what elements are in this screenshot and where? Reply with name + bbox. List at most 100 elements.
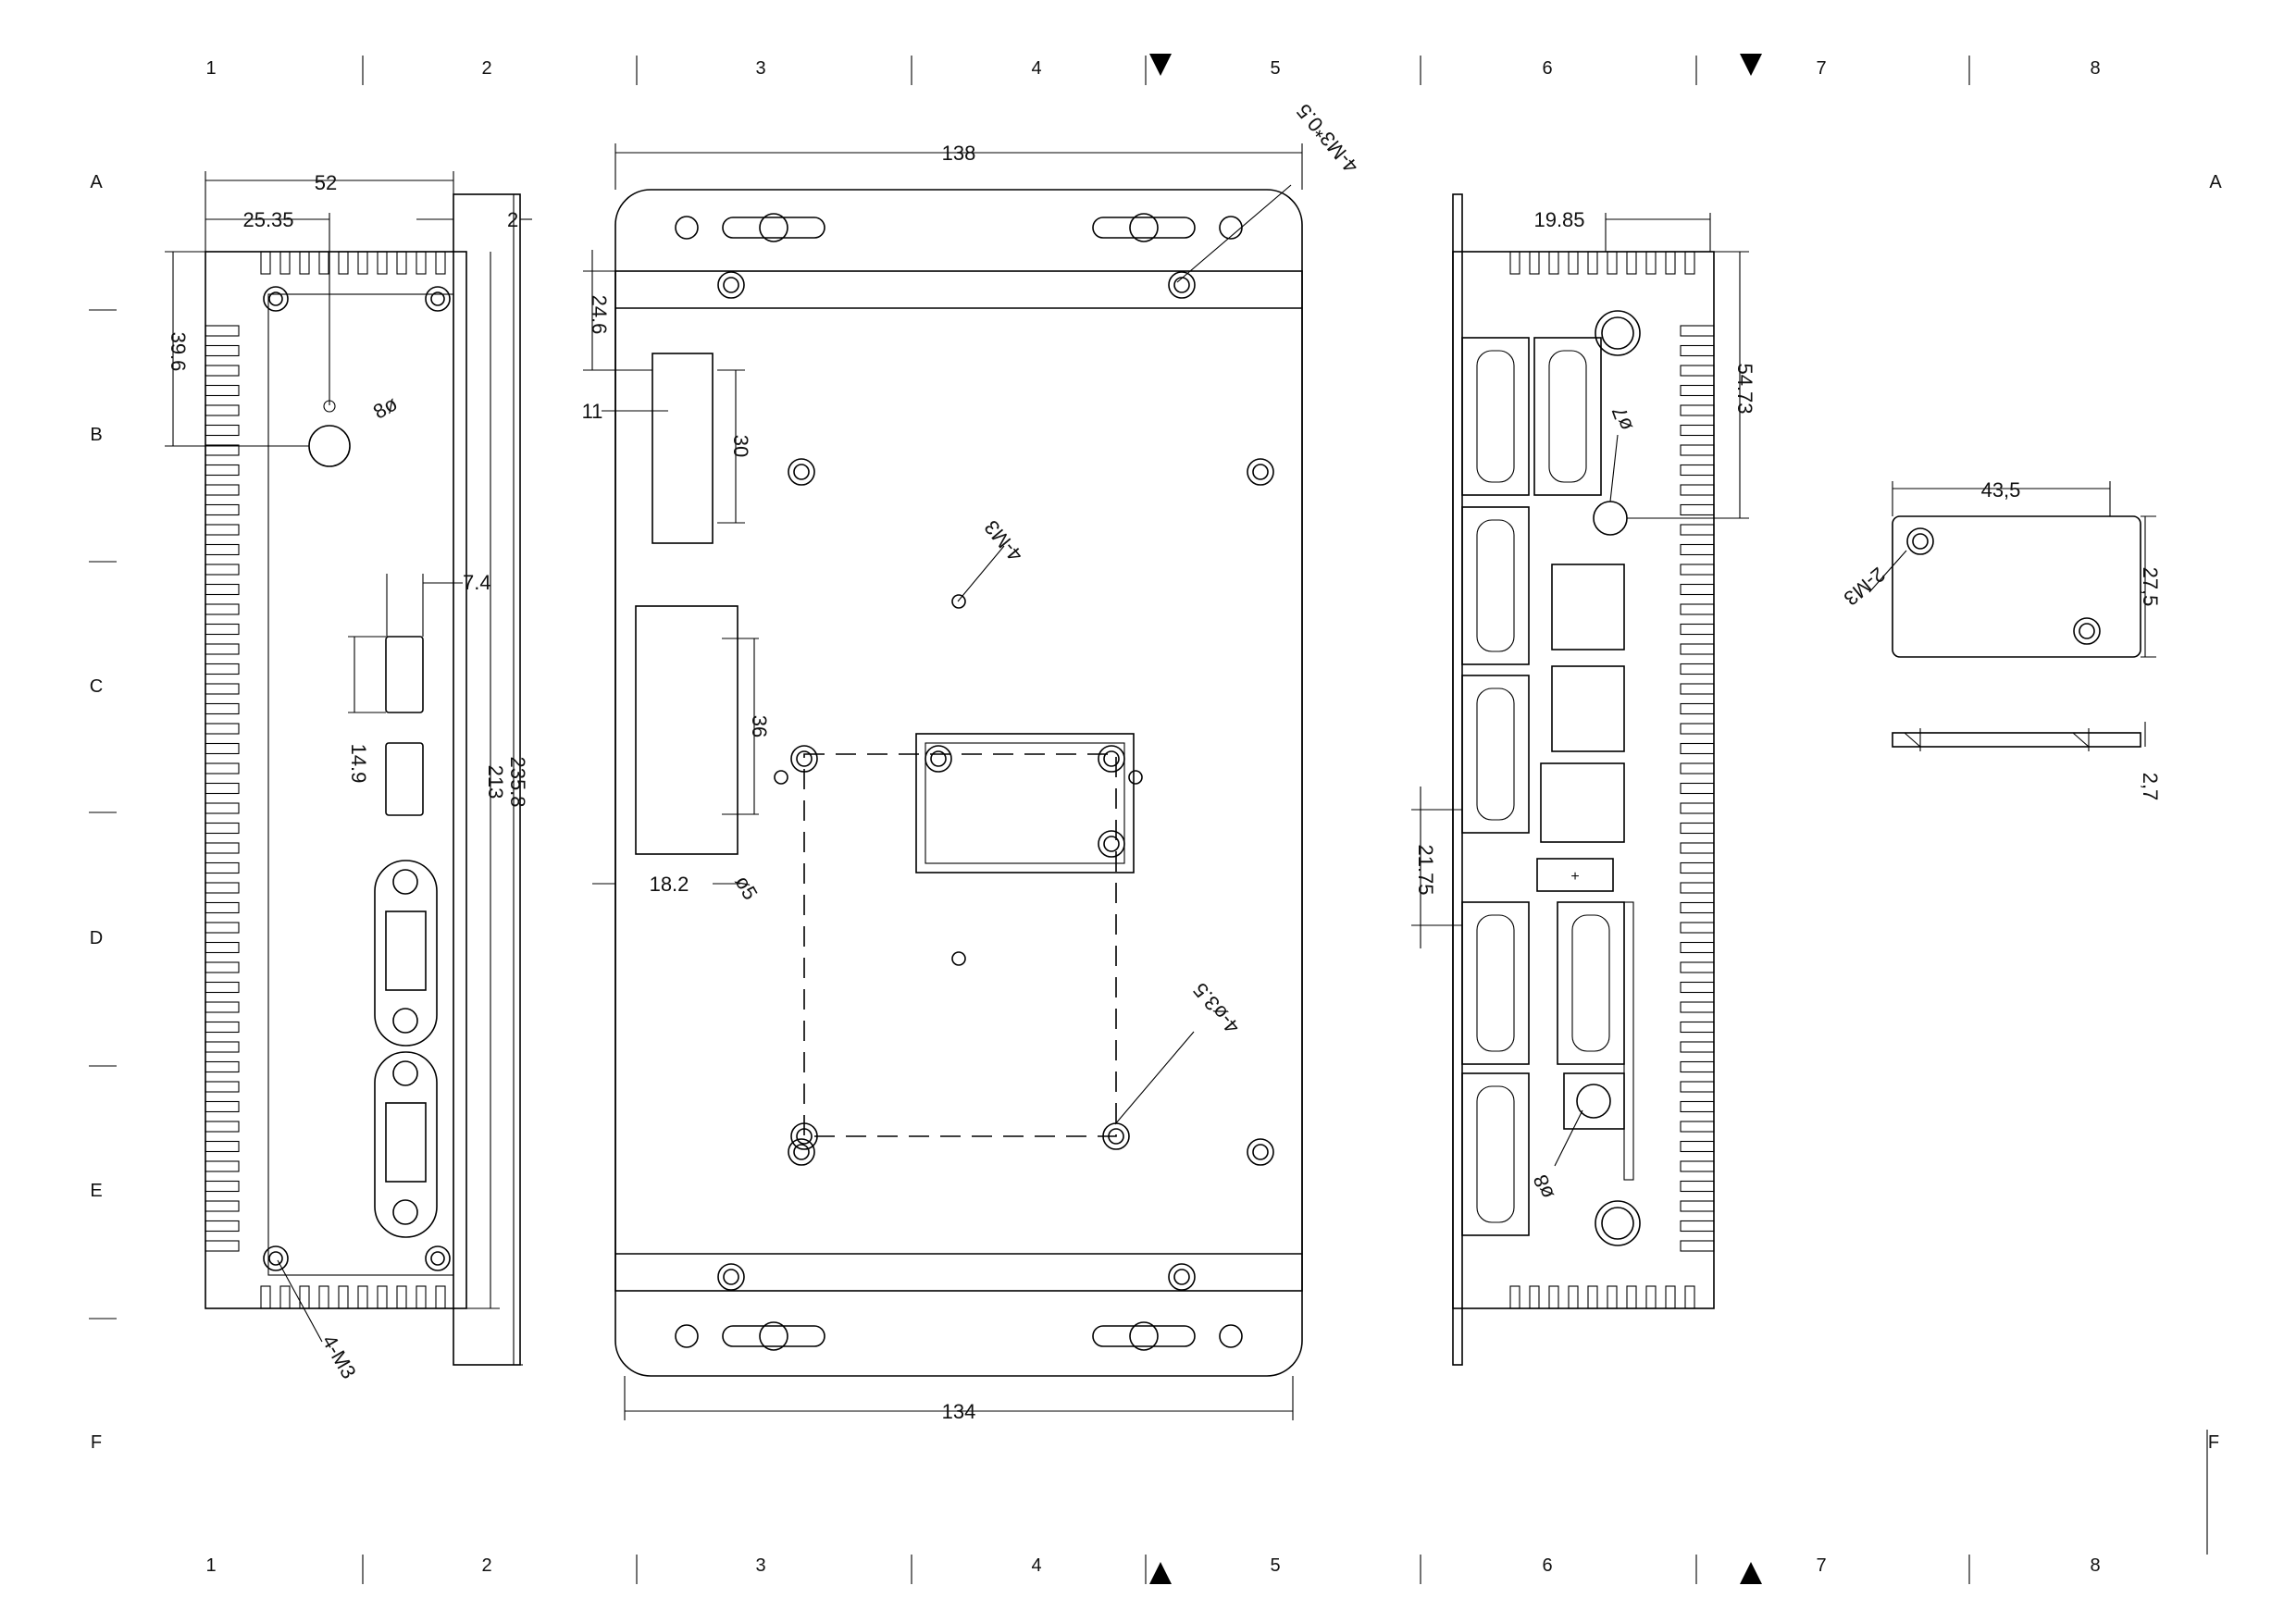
dim-width: 52: [315, 171, 337, 194]
power-jack-hole: [308, 425, 351, 467]
screw-hole-inner: [268, 1251, 283, 1266]
din-mount: [635, 605, 738, 855]
center-arrow-icon: [1740, 1562, 1762, 1584]
io-side-plate: [1452, 193, 1463, 1366]
slot-upper: [385, 636, 424, 713]
dim-hole-diameter: 8ø: [369, 391, 402, 423]
mount-hole: [675, 216, 699, 240]
dim-vesa-holes: 4-ø3.5: [1188, 978, 1244, 1038]
row-label: A: [2209, 172, 2222, 192]
dim-bottom-width: 134: [942, 1400, 976, 1423]
plate-top-view: [1892, 515, 2141, 658]
dim-slot-height: 14.9: [347, 744, 370, 784]
led-hole: [1593, 501, 1628, 536]
row-label: F: [2208, 1432, 2219, 1453]
row-label: A: [90, 172, 103, 192]
slot-lower: [385, 742, 424, 816]
power-connector-jack: [1576, 1084, 1611, 1119]
column-label: 2: [481, 58, 491, 79]
dim-center-screws: 4-M3: [980, 516, 1027, 566]
screw-hole: [425, 1245, 451, 1271]
column-label: 8: [2090, 58, 2100, 79]
dim-bracket-offset: 11: [582, 400, 603, 423]
heatsink-fins-io: [1509, 251, 1715, 1309]
port-screw: [392, 869, 418, 895]
dim-slot-width: 7.4: [463, 571, 491, 594]
row-label: B: [90, 425, 102, 445]
center-arrow-icon: [1740, 54, 1762, 76]
column-label: 7: [1816, 58, 1826, 79]
dim-mount-offset: 18.2: [650, 873, 689, 896]
column-label: 4: [1031, 1555, 1041, 1576]
dim-antenna-diameter: ø8: [1529, 1171, 1558, 1202]
column-label: 5: [1270, 58, 1280, 79]
port-screw: [392, 1060, 418, 1086]
dim-plate-width: 43,5: [1981, 478, 2021, 502]
heatsink-body: [205, 251, 467, 1309]
mount-hole: [1219, 216, 1243, 240]
dim-body-height: 213: [484, 765, 507, 799]
dim-bracket-height: 30: [729, 435, 752, 457]
dim-mount-height: 36: [748, 715, 771, 737]
center-arrow-icon: [1149, 1562, 1172, 1584]
heatsink-fins: [205, 325, 240, 1252]
screw-hole-inner: [268, 291, 283, 306]
row-label: C: [90, 676, 103, 697]
front-screws: [717, 271, 1274, 1291]
port-screw: [392, 1199, 418, 1225]
dim-connector-height: 54.73: [1733, 363, 1756, 414]
row-label: E: [90, 1181, 102, 1201]
hdmi-port: [1536, 858, 1614, 892]
screw-hole-inner: [430, 1251, 445, 1266]
dim-plate-screws: 2-M3: [1840, 563, 1890, 610]
mounting-bracket: [614, 189, 1303, 1377]
column-label: 2: [481, 1555, 491, 1576]
antenna-hole: [1595, 1200, 1641, 1246]
dim-total-height: 235.8: [506, 756, 529, 807]
antenna-hole: [1595, 310, 1641, 356]
front-view: [583, 143, 1303, 1420]
dim-rail-offset: 24.6: [588, 295, 611, 335]
mount-hole: [675, 1324, 699, 1348]
right-side-view: [1411, 193, 1749, 1366]
detail-plate: [1868, 481, 2156, 751]
column-label: 8: [2090, 1555, 2100, 1576]
column-label: 3: [755, 58, 765, 79]
column-label: 1: [205, 1555, 216, 1576]
dim-lip: 2: [507, 208, 518, 231]
row-label: D: [90, 928, 103, 948]
usb-port-1-opening: [385, 911, 427, 991]
screw-hole: [425, 286, 451, 312]
plate-hole: [2073, 617, 2101, 645]
dim-hole-diameter-io: ø7: [1607, 403, 1637, 434]
hdmi-symbol: +: [1570, 869, 1579, 885]
column-label: 4: [1031, 58, 1041, 79]
usb-port-2-opening: [385, 1102, 427, 1183]
dim-screws-left: 4-M3: [317, 1331, 361, 1382]
usb-port-2: [374, 1051, 438, 1238]
heatsink-body-io: [1452, 251, 1715, 1309]
usb-port-1: [374, 860, 438, 1047]
label-plate: [915, 733, 1135, 873]
chassis-body: [614, 270, 1303, 1292]
keyhole-slots: [722, 213, 1196, 1351]
vesa-pattern: [803, 753, 1117, 1137]
plate-side-view: [1892, 732, 2141, 748]
dim-mount-hole: ø5: [730, 872, 762, 904]
dim-top-width: 138: [942, 142, 976, 165]
antenna-hole-inner: [1601, 1207, 1634, 1240]
left-side-view: [165, 171, 532, 1366]
power-connector: [1563, 1072, 1625, 1130]
screw-hole-inner: [430, 291, 445, 306]
column-label: 3: [755, 1555, 765, 1576]
port-screw: [392, 1008, 418, 1034]
screw-hole: [263, 1245, 289, 1271]
column-label: 5: [1270, 1555, 1280, 1576]
dim-hole-height: 39.6: [167, 332, 190, 372]
center-arrow-icon: [1149, 54, 1172, 76]
plate-hole: [1906, 527, 1934, 555]
bracket-clip: [652, 353, 714, 544]
row-label: F: [91, 1432, 102, 1453]
